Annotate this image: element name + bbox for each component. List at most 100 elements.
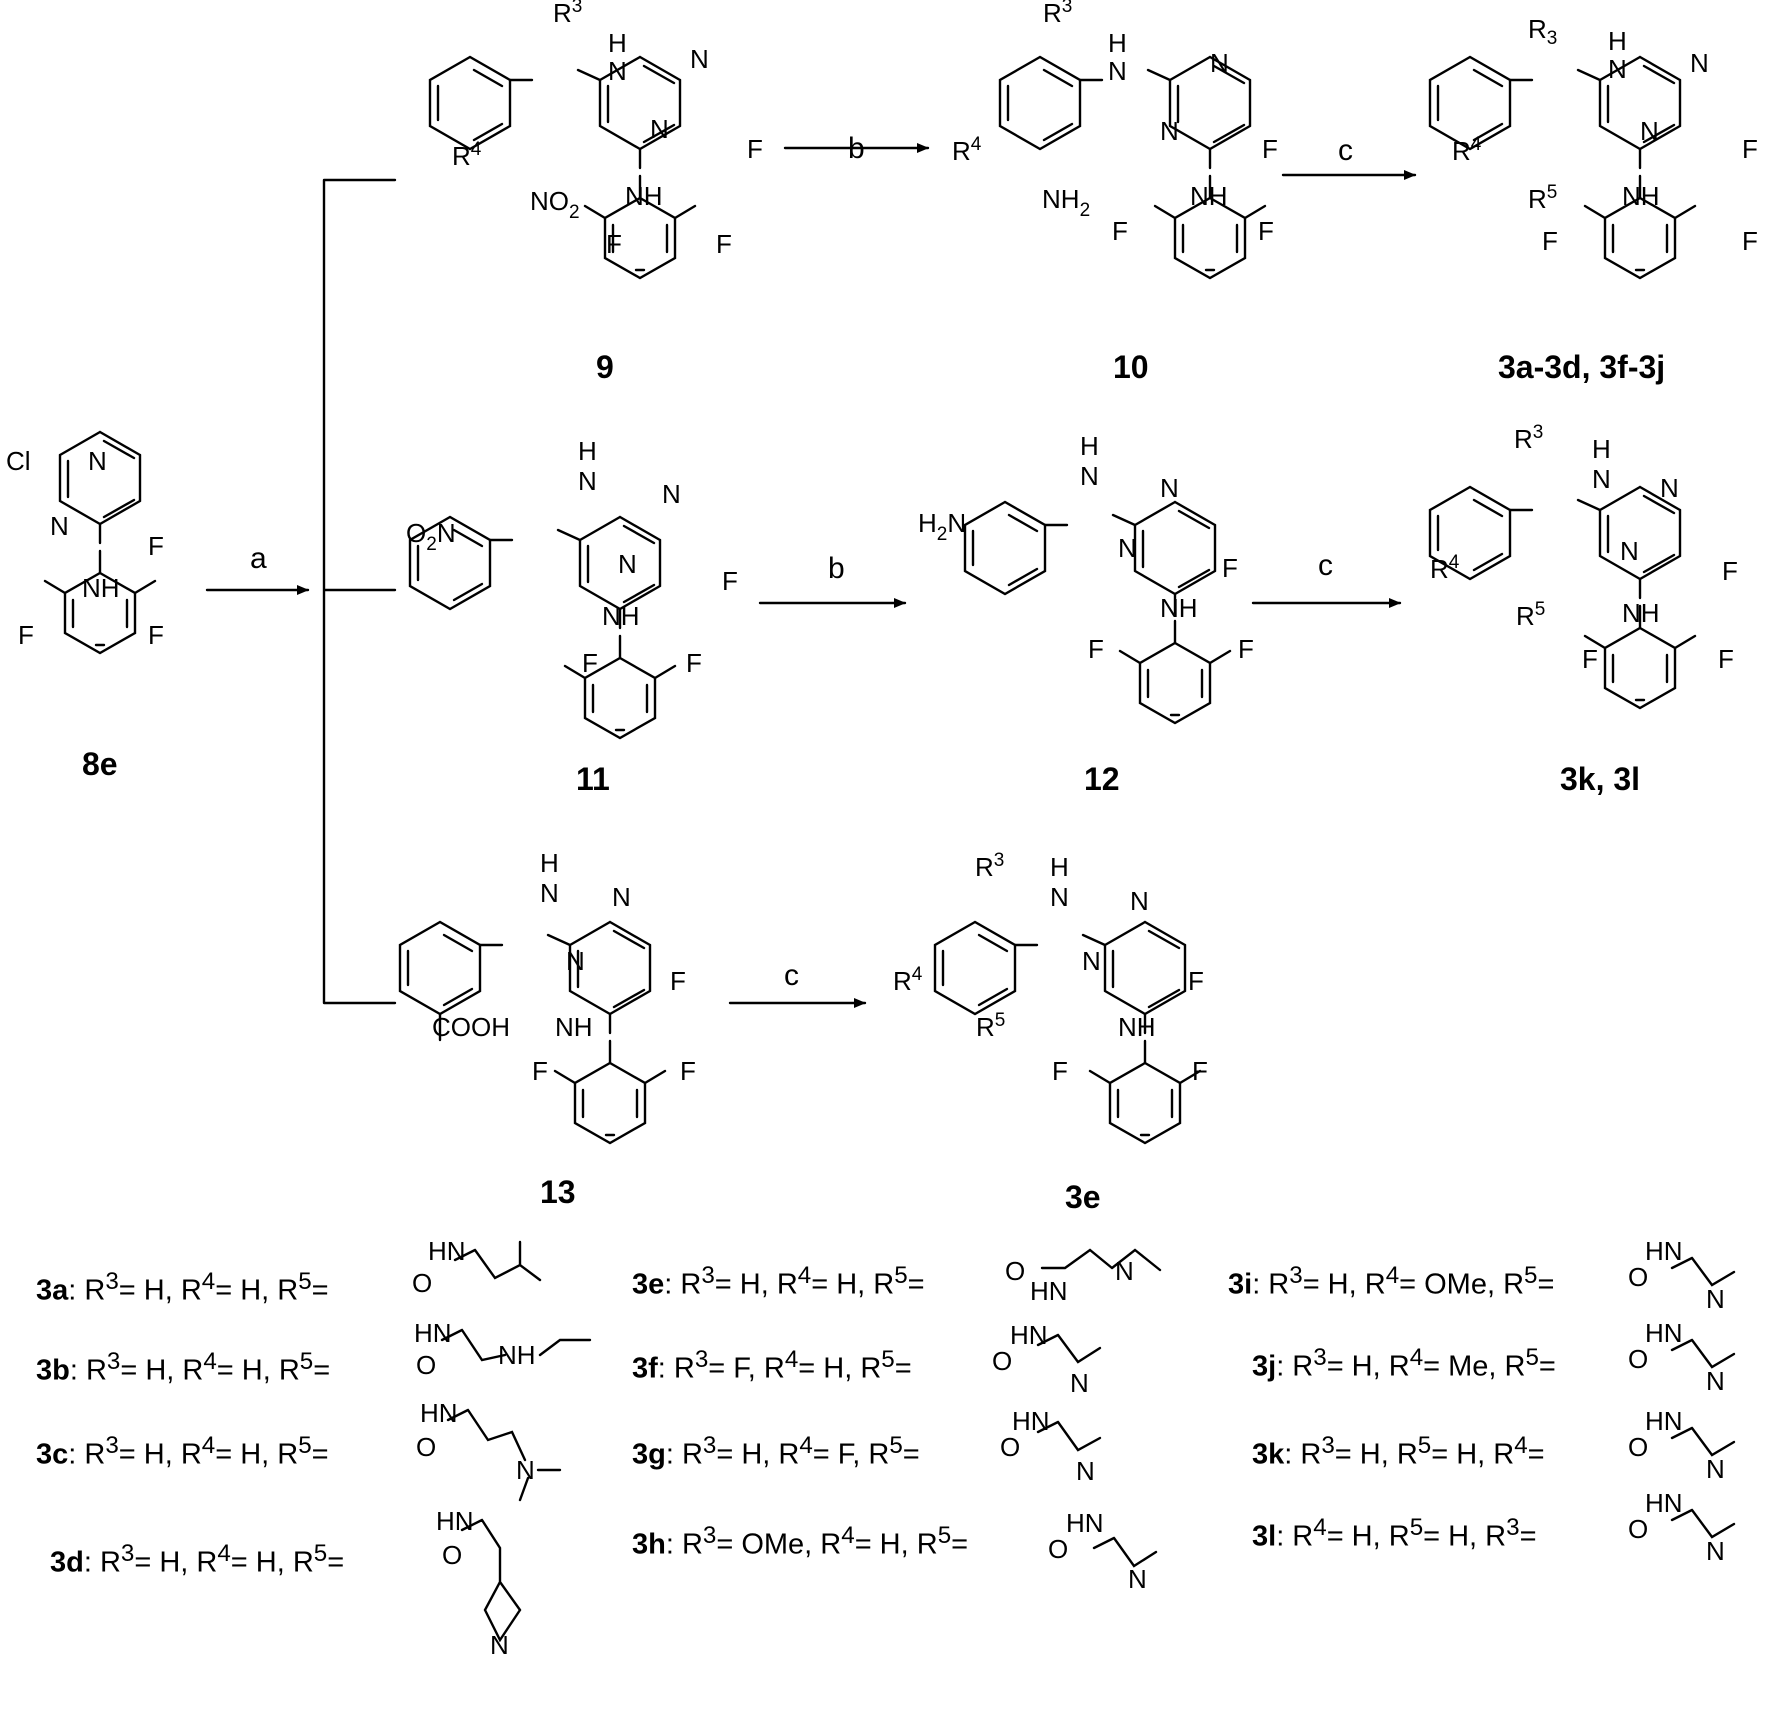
atom-f: F [148, 620, 164, 650]
atom-hn: HN [420, 1398, 458, 1428]
atom-hn: HN [1645, 1318, 1683, 1348]
atom-f: F [1722, 556, 1738, 586]
compound-label-10: 10 [1113, 349, 1149, 385]
atom-f: F [716, 229, 732, 259]
r3-label: R3 [1514, 422, 1543, 454]
atom-hn: HN [1645, 1406, 1683, 1436]
nh-n: N [1080, 461, 1099, 491]
r4-label: R4 [952, 134, 982, 166]
atom-f: F [1112, 216, 1128, 246]
atom-f: F [1238, 634, 1254, 664]
atom-f: F [670, 966, 686, 996]
atom-n: N [1118, 533, 1137, 563]
compound-id: 3f [632, 1352, 658, 1385]
atom-o: O [992, 1346, 1013, 1376]
atom-hn: HN [1010, 1320, 1048, 1350]
nh-h: H [1080, 431, 1099, 461]
atom-hn: HN [428, 1236, 466, 1266]
table-row: 3a: R3= H, R4= H, R5= [36, 1268, 329, 1307]
side-chain-fragments [440, 1240, 1736, 1643]
compound-10 [998, 55, 1267, 280]
nh-n: N [1108, 56, 1127, 86]
atom-f: F [1262, 134, 1278, 164]
compound-id: 3k [1252, 1438, 1285, 1471]
atom-f: F [686, 648, 702, 678]
atom-n: N [1160, 116, 1179, 146]
atom-nh: NH [1118, 1012, 1156, 1042]
atom-n: N [1706, 1536, 1725, 1566]
atom-n: N [1690, 48, 1709, 78]
atom-f: F [148, 531, 164, 561]
atom-hn: HN [1030, 1276, 1068, 1306]
step-label-a: a [250, 542, 267, 575]
r5-label: R5 [1516, 599, 1545, 631]
atom-f: F [722, 566, 738, 596]
compound-id: 3l [1252, 1520, 1277, 1553]
atom-n: N [490, 1630, 509, 1660]
atom-n: N [88, 446, 107, 476]
atom-o: O [1628, 1432, 1649, 1462]
compound-label-13: 13 [540, 1174, 576, 1210]
nh-h: H [608, 28, 627, 58]
atom-o: O [442, 1540, 463, 1570]
r5-label: R5 [1528, 182, 1557, 214]
atom-n: N [1210, 48, 1229, 78]
atom-o: O [1000, 1432, 1021, 1462]
atom-n: N [1640, 116, 1659, 146]
atom-f: F [680, 1056, 696, 1086]
nh-h: H [1050, 852, 1069, 882]
atom-f: F [532, 1056, 548, 1086]
nh-n: N [1608, 54, 1627, 84]
atom-n: N [1660, 473, 1679, 503]
atom-f: F [1542, 226, 1558, 256]
atom-f: F [1742, 226, 1758, 256]
atom-o: O [1005, 1256, 1026, 1286]
table-row: 3i: R3= H, R4= OMe, R5= [1228, 1262, 1555, 1301]
atom-nh: NH [1160, 593, 1198, 623]
table-row: 3d: R3= H, R4= H, R5= [50, 1540, 345, 1579]
compound-label-3k-3l: 3k, 3l [1560, 761, 1640, 797]
atom-o: O [412, 1268, 433, 1298]
atom-nh: NH [602, 601, 640, 631]
table-row: 3e: R3= H, R4= H, R5= [632, 1262, 925, 1301]
r4-label: R4 [1430, 552, 1460, 584]
atom-n: N [1115, 1256, 1134, 1286]
atom-hn: HN [1645, 1488, 1683, 1518]
atom-n: N [1128, 1564, 1147, 1594]
compound-label-11: 11 [576, 761, 610, 797]
step-label-c: c [1338, 134, 1353, 167]
atom-n: N [1620, 536, 1639, 566]
r4-label: R4 [893, 964, 923, 996]
nh-n: N [1050, 882, 1069, 912]
atom-nh: NH [82, 573, 120, 603]
atom-f: F [18, 620, 34, 650]
atom-f: F [747, 134, 763, 164]
table-row: 3l: R4= H, R5= H, R3= [1252, 1514, 1537, 1553]
step-label-c: c [1318, 549, 1333, 582]
atom-n: N [650, 114, 669, 144]
nh-h: H [540, 848, 559, 878]
nh-h: H [578, 436, 597, 466]
table-row: 3k: R3= H, R5= H, R4= [1252, 1432, 1545, 1471]
atom-n: N [50, 511, 69, 541]
atom-o: O [1628, 1262, 1649, 1292]
compound-id: 3c [36, 1438, 69, 1471]
r4-label: R4 [452, 139, 482, 171]
compound-id: 3e [632, 1268, 665, 1301]
atom-o: O [416, 1432, 437, 1462]
atom-f: F [1222, 553, 1238, 583]
atom-f: F [1088, 634, 1104, 664]
o2n-label: O2N [406, 518, 456, 555]
table-row: 3c: R3= H, R4= H, R5= [36, 1432, 329, 1471]
compound-9 [428, 55, 697, 280]
nh-h: H [1108, 28, 1127, 58]
compound-id: 3i [1228, 1268, 1253, 1301]
atom-n: N [1160, 473, 1179, 503]
atom-n: N [1076, 1456, 1095, 1486]
compound-id: 3d [50, 1546, 84, 1579]
r3-label: R3 [553, 0, 582, 28]
atom-n: N [1082, 946, 1101, 976]
atom-o: O [1048, 1534, 1069, 1564]
atom-n: N [1070, 1368, 1089, 1398]
compound-label-3a-3j: 3a-3d, 3f-3j [1498, 349, 1665, 385]
